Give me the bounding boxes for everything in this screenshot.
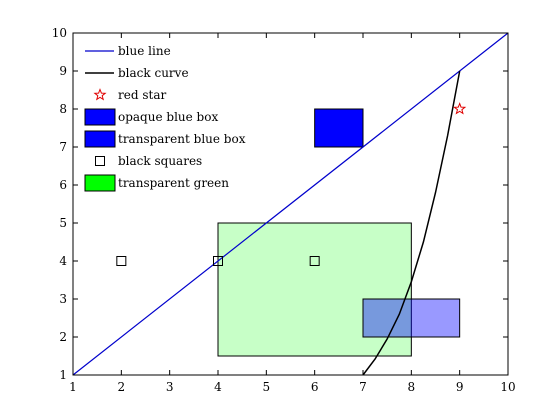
- opaque-blue-box-rect: [314, 108, 364, 148]
- legend-transparent-blue-box-swatch: [84, 130, 116, 148]
- black-square-point: [213, 256, 223, 266]
- legend-blue-line-label: blue line: [118, 44, 171, 58]
- x-tick-label: 10: [500, 380, 515, 394]
- y-tick-label: 5: [59, 216, 67, 230]
- black-square-point: [309, 256, 320, 266]
- x-tick-label: 1: [69, 380, 77, 394]
- y-tick-label: 6: [59, 178, 67, 192]
- legend-opaque-blue-box-label: opaque blue box: [118, 110, 218, 124]
- y-tick-label: 4: [59, 254, 67, 268]
- legend: blue line black curve red star opaque blue …: [84, 44, 246, 192]
- black-curve-path: [362, 70, 461, 376]
- x-tick-label: 8: [408, 380, 416, 394]
- y-tick-label: 1: [59, 368, 67, 382]
- y-tick-label: 2: [59, 330, 67, 344]
- y-tick-label: 8: [59, 102, 67, 116]
- x-tick-label: 9: [456, 380, 464, 394]
- black-square-point: [116, 256, 127, 266]
- legend-black-squares-swatch: [95, 156, 105, 166]
- x-tick-label: 7: [359, 380, 367, 394]
- x-tick-label: 3: [166, 380, 174, 394]
- legend-transparent-green-label: transparent green: [118, 176, 229, 190]
- transparent-blue-box-rect: [362, 298, 461, 338]
- y-tick-label: 7: [59, 140, 67, 154]
- legend-opaque-blue-box-swatch: [84, 108, 116, 126]
- axes: 1 2 3 4 5 6 7 8 9 10 1 2 3 4 5 6 7 8 9 10: [52, 26, 516, 394]
- x-tick-label: 5: [263, 380, 271, 394]
- y-tick-label: 3: [59, 292, 67, 306]
- legend-black-squares-label: black squares: [118, 154, 202, 168]
- legend-transparent-blue-box-label: transparent blue box: [118, 132, 246, 146]
- legend-transparent-green-swatch: [84, 174, 116, 192]
- legend-red-star-label: red star: [118, 88, 166, 102]
- x-tick-label: 2: [118, 380, 126, 394]
- legend-red-star-swatch: [93, 88, 107, 101]
- x-tick-label: 4: [214, 380, 222, 394]
- y-tick-label: 9: [59, 64, 67, 78]
- y-tick-label: 10: [52, 26, 67, 40]
- legend-black-curve-label: black curve: [118, 66, 189, 80]
- plot-area: [72, 32, 509, 376]
- blue-line-path: [72, 32, 509, 376]
- axes-box: [72, 32, 509, 376]
- red-star-point: [453, 102, 467, 115]
- transparent-green-rect: [217, 222, 412, 357]
- x-tick-label: 6: [311, 380, 319, 394]
